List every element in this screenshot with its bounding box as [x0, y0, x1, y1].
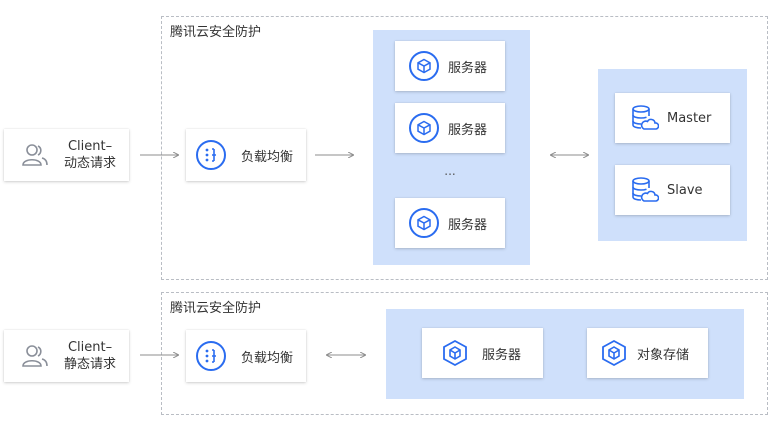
load-balancer-card[interactable]: 负载均衡	[186, 129, 306, 181]
server-card[interactable]: 服务器	[422, 328, 543, 378]
client-label-line1: Client–	[67, 340, 113, 355]
object-storage-label: 对象存储	[637, 347, 690, 363]
database-slave-card[interactable]: Slave	[615, 165, 730, 215]
client-label-line1: Client–	[67, 139, 113, 154]
server-cube-icon	[409, 51, 439, 81]
server-card[interactable]: 服务器	[395, 198, 505, 248]
server-cube-icon	[440, 338, 470, 368]
region-label: 腾讯云安全防护	[170, 25, 262, 40]
database-label: Master	[667, 110, 712, 126]
database-cloud-icon	[629, 175, 659, 205]
database-master-card[interactable]: Master	[615, 93, 730, 143]
client-label-line2: 动态请求	[64, 156, 117, 171]
region-label: 腾讯云安全防护	[170, 301, 262, 316]
client-label-line2: 静态请求	[64, 357, 117, 372]
server-card[interactable]: 服务器	[395, 103, 505, 153]
server-cube-icon	[409, 208, 439, 238]
server-label: 服务器	[448, 217, 488, 233]
database-label: Slave	[667, 182, 703, 198]
object-storage-card[interactable]: 对象存储	[587, 328, 708, 378]
server-label: 服务器	[448, 60, 488, 76]
more-servers-ellipsis: ...	[444, 164, 456, 178]
users-icon	[20, 341, 50, 371]
load-balancer-card[interactable]: 负载均衡	[186, 330, 306, 382]
server-card[interactable]: 服务器	[395, 41, 505, 91]
security-region-top: 腾讯云安全防护	[161, 16, 768, 280]
server-cube-icon	[409, 113, 439, 143]
database-cloud-icon	[629, 103, 659, 133]
client-static-card[interactable]: Client– 静态请求	[4, 330, 129, 382]
server-label: 服务器	[448, 122, 488, 138]
load-balancer-label: 负载均衡	[241, 350, 294, 366]
load-balancer-icon	[196, 140, 226, 170]
object-storage-icon	[599, 338, 629, 368]
load-balancer-icon	[196, 341, 226, 371]
users-icon	[20, 140, 50, 170]
load-balancer-label: 负载均衡	[241, 149, 294, 165]
client-dynamic-card[interactable]: Client– 动态请求	[4, 129, 129, 181]
server-label: 服务器	[482, 347, 522, 363]
security-region-bottom: 腾讯云安全防护	[161, 292, 768, 415]
